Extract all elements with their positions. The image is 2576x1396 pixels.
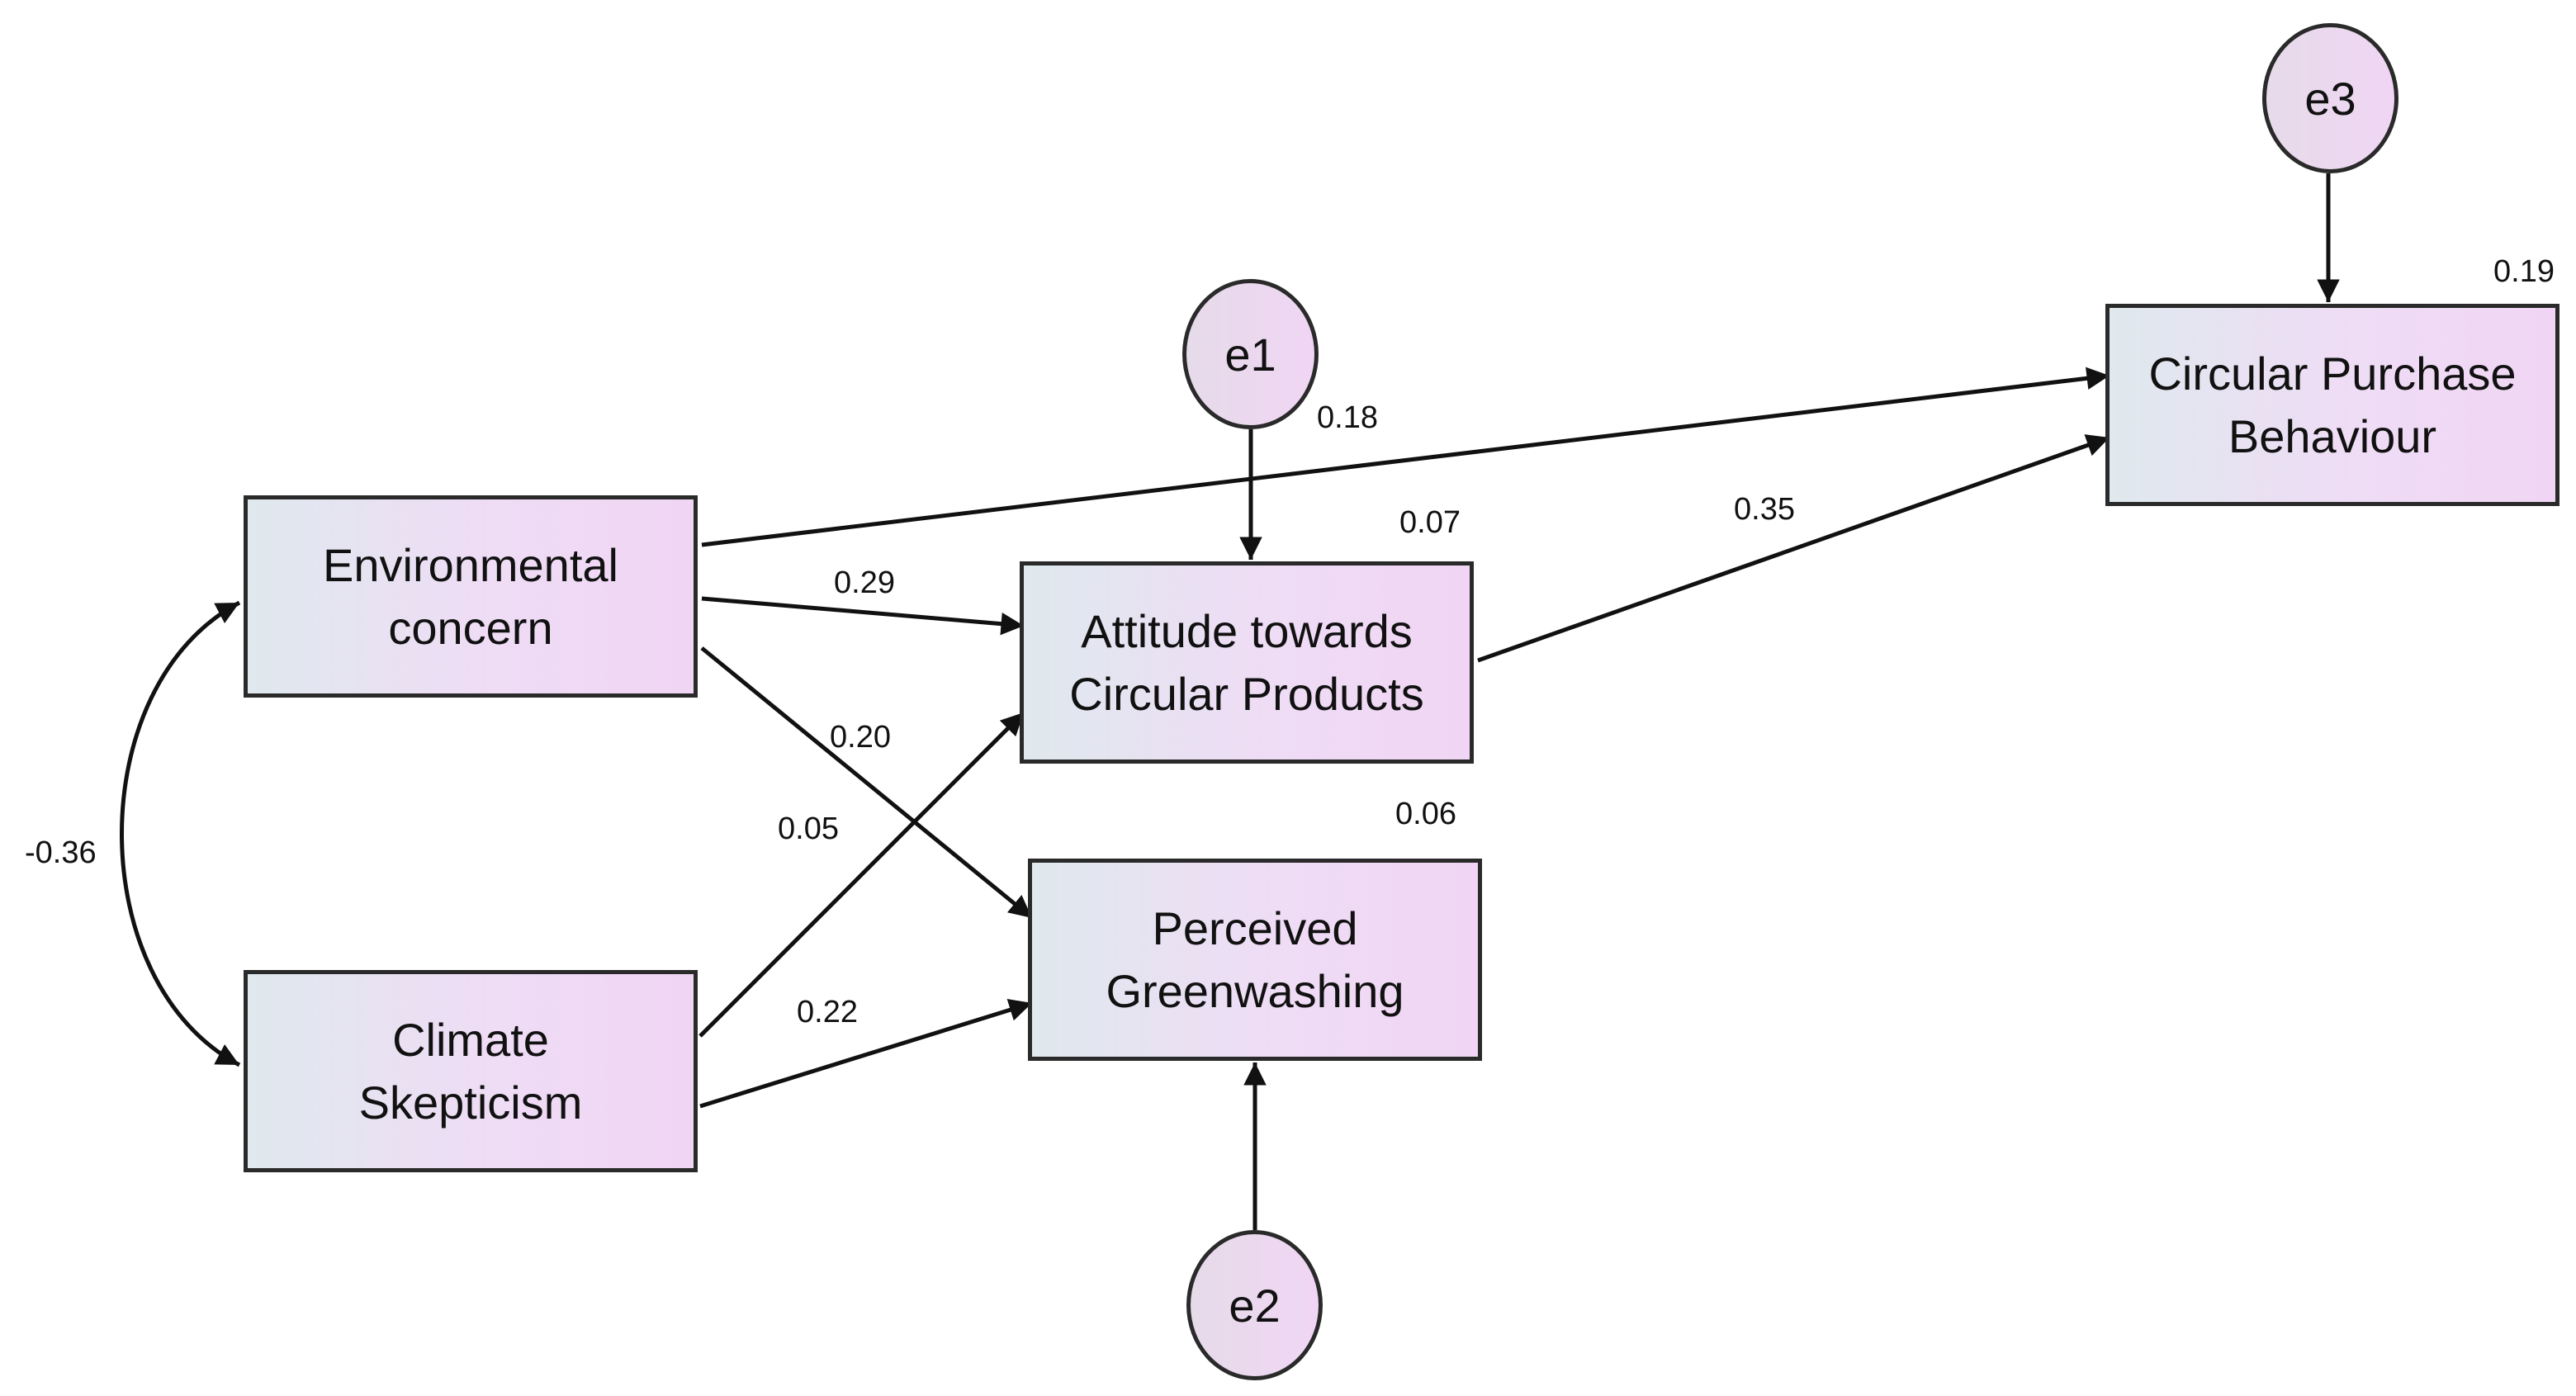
coef-cs-greenwashing: 0.22 [797,995,858,1029]
error-term-e3: e3 [2262,23,2398,173]
node-label: Environmental concern [323,538,618,654]
r2-greenwashing: 0.06 [1395,797,1456,831]
node-label: Attitude towards Circular Products [1069,604,1424,720]
arrow-cs-to-greenwashing [699,999,1033,1109]
arrow-ec-to-purchase [701,367,2110,547]
coef-ec-greenwashing: 0.20 [830,720,891,755]
arrow-ec-to-greenwashing [700,646,1034,920]
coef-attitude-purchase: 0.35 [1734,492,1795,527]
arrow-attitude-to-purchase [1477,434,2110,663]
coef-cs-attitude: 0.05 [778,812,839,846]
r2-purchase: 0.19 [2493,254,2555,289]
r2-attitude: 0.07 [1399,505,1461,540]
coef-covariance: -0.36 [25,835,97,870]
error-term-e2: e2 [1186,1230,1323,1380]
node-perceived-greenwashing: Perceived Greenwashing [1028,859,1482,1061]
arrow-cs-to-attitude [698,711,1025,1038]
covariance-curve [120,600,241,1067]
node-attitude: Attitude towards Circular Products [1020,561,1474,764]
node-climate-skepticism: Climate Skepticism [244,970,698,1172]
coef-ec-attitude: 0.29 [834,565,895,600]
node-label: Circular Purchase Behaviour [2148,347,2517,462]
node-label: Climate Skepticism [358,1013,583,1129]
arrow-ec-to-attitude [701,596,1025,636]
node-environmental-concern: Environmental concern [244,495,698,698]
node-label: Perceived Greenwashing [1106,901,1404,1017]
error-term-e1: e1 [1182,279,1319,429]
coef-ec-purchase: 0.18 [1317,400,1378,435]
node-circular-purchase: Circular Purchase Behaviour [2105,304,2559,506]
